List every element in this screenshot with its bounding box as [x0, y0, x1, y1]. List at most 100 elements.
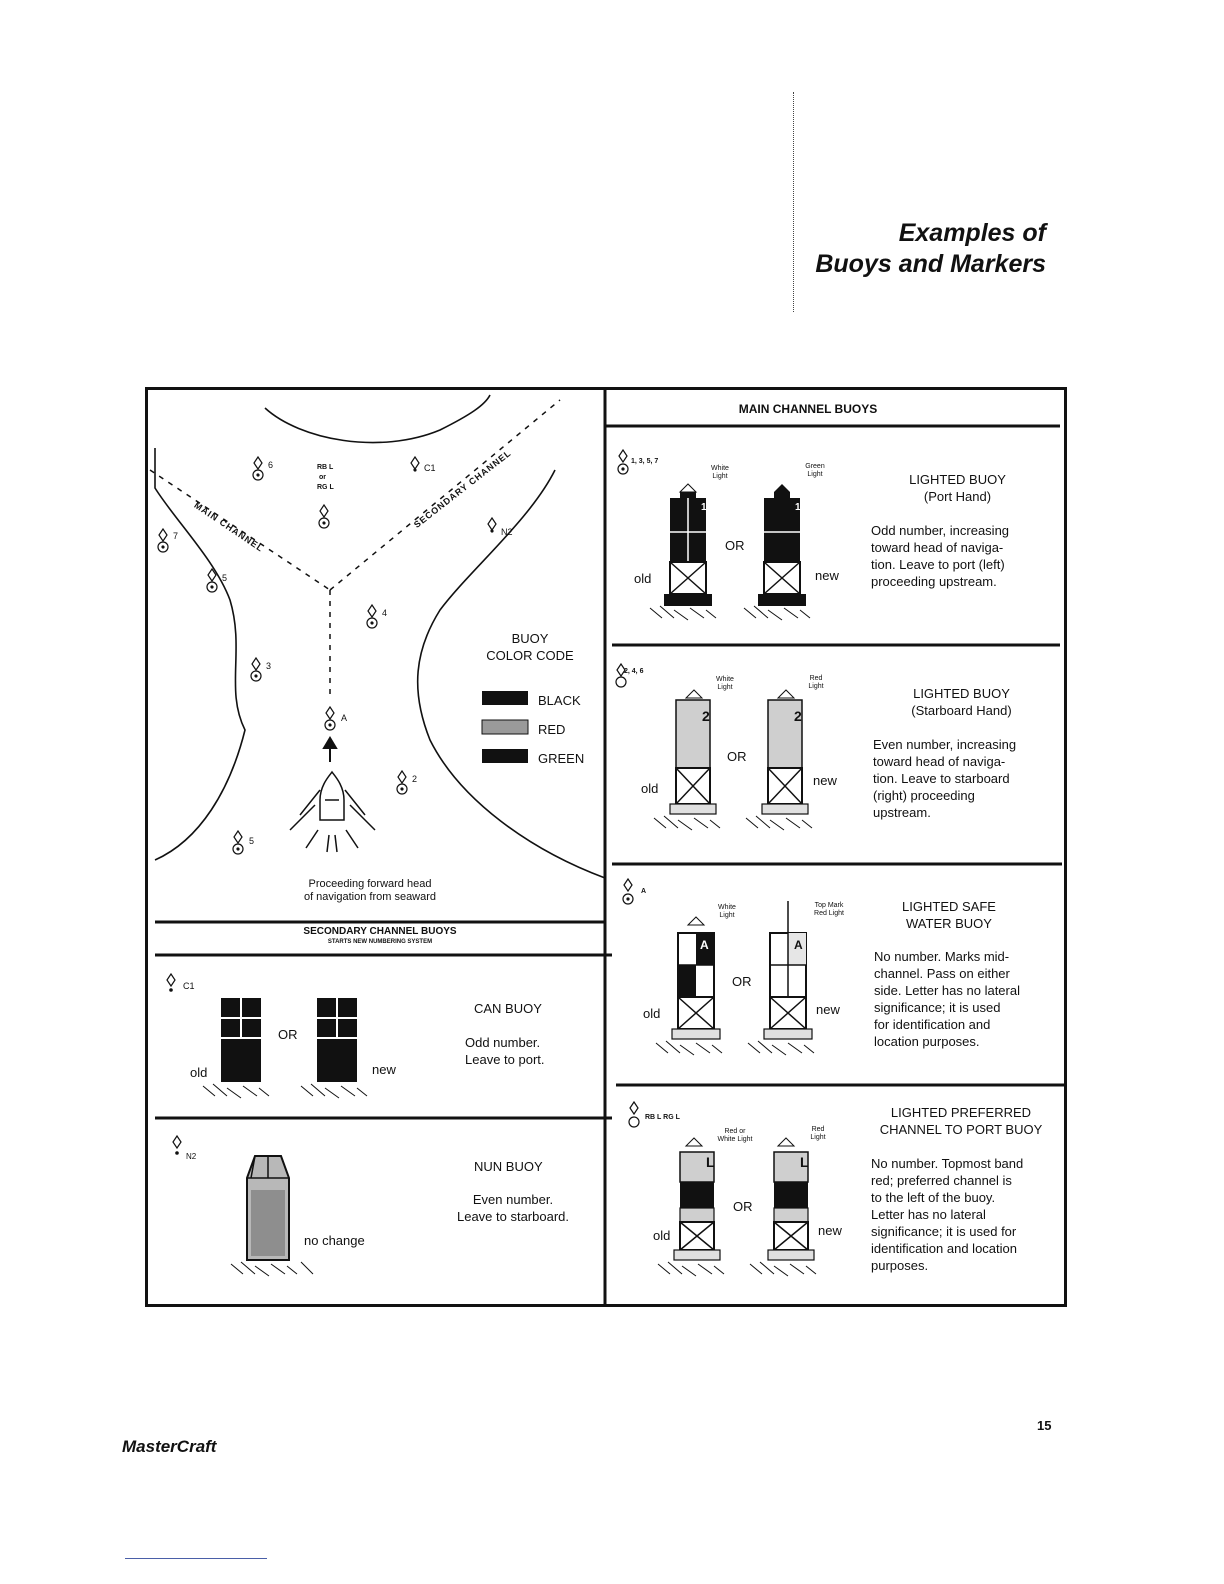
map-caption-line1: Proceeding forward head [308, 878, 432, 890]
preferred-channel-desc-line6: identification and location [871, 1241, 1017, 1256]
port-hand-buoy-drawing [617, 448, 811, 621]
preferred-channel-symbol-label: RB L RG L [645, 1114, 680, 1121]
starboard-hand-desc-line1: Even number, increasing [873, 737, 1017, 752]
map-label-rgl: RG L [317, 484, 334, 491]
legend-label-red: RED [538, 722, 566, 737]
starboard-hand-old: old [641, 781, 659, 796]
main-channel-header: MAIN CHANNEL BUOYS [738, 402, 878, 416]
map-buoy-label-a: A [341, 713, 348, 723]
map-label-or: or [319, 474, 326, 481]
preferred-channel-light2-line2: Light [810, 1134, 826, 1141]
legend-title-line1: BUOY [511, 631, 549, 646]
starboard-hand-desc-line5: upstream. [873, 805, 931, 820]
water-ripples [230, 1261, 314, 1277]
preferred-channel-light1-line1: Red or [724, 1128, 746, 1135]
preferred-channel-desc-line5: significance; it is used for [871, 1224, 1017, 1239]
safe-water-letter-old: A [700, 938, 709, 952]
map-buoy-label-5b: 5 [249, 836, 255, 846]
nun-no-change-label: no change [304, 1233, 365, 1248]
secondary-header: SECONDARY CHANNEL BUOYS [303, 926, 457, 937]
can-buoy-title: CAN BUOY [474, 1001, 542, 1016]
preferred-channel-desc-line3: to the left of the buoy. [871, 1190, 996, 1205]
starboard-hand-light2-line1: Red [809, 675, 823, 682]
starboard-hand-symbol-label: 2, 4, 6 [624, 668, 644, 675]
safe-water-symbol-label: A [641, 888, 647, 895]
can-desc-line1: Odd number. [465, 1035, 541, 1050]
safe-water-light1-line1: White [718, 904, 736, 911]
safe-water-title-line2: WATER BUOY [906, 916, 992, 931]
brand-logo: MasterCraft [122, 1437, 217, 1456]
port-hand-desc-line4: proceeding upstream. [871, 574, 997, 589]
preferred-channel-desc-line7: purposes. [871, 1258, 929, 1273]
safe-water-light2-line2: Red Light [814, 910, 844, 917]
starboard-hand-buoy-drawing [615, 662, 813, 831]
legend-swatch-black [482, 691, 528, 705]
footer-rule [125, 1558, 267, 1559]
port-hand-light2-line1: Green [805, 463, 825, 470]
legend-title-line2: COLOR CODE [486, 648, 574, 663]
map-shoreline [154, 394, 606, 879]
safe-water-desc-line1: No number. Marks mid- [874, 949, 1010, 964]
port-hand-letter-new: 1 [795, 502, 801, 513]
safe-water-letter-new: A [794, 938, 803, 952]
can-buoy-description: Odd number. Leave to port. [465, 1034, 545, 1068]
starboard-hand-new: new [813, 773, 837, 788]
starboard-hand-letter-old: 2 [702, 708, 710, 724]
starboard-hand-letter-new: 2 [794, 708, 802, 724]
port-hand-title-line2: (Port Hand) [923, 489, 992, 504]
port-hand-desc-line2: toward head of naviga- [871, 540, 1004, 555]
can-desc-line2: Leave to port. [465, 1052, 545, 1067]
safe-water-desc-line5: for identification and [874, 1017, 991, 1032]
port-hand-desc-line1: Odd number, increasing [871, 523, 1010, 538]
map-buoys [157, 455, 497, 855]
can-new-label: new [372, 1062, 396, 1077]
legend-swatch-green [482, 749, 528, 763]
legend-label-green: GREEN [538, 751, 585, 766]
can-symbol-label: C1 [183, 981, 195, 991]
starboard-hand-description: Even number, increasing toward head of n… [873, 736, 1016, 821]
preferred-channel-title-line1: LIGHTED PREFERRED [890, 1105, 1032, 1120]
port-hand-title-line1: LIGHTED BUOY [909, 472, 1006, 487]
preferred-channel-new: new [818, 1223, 842, 1238]
preferred-channel-or: OR [733, 1199, 753, 1214]
port-hand-title: LIGHTED BUOY (Port Hand) [870, 471, 1045, 505]
port-hand-description: Odd number, increasing toward head of na… [871, 522, 1009, 590]
heading-arrow [322, 736, 338, 762]
port-hand-letter-old: 1 [701, 502, 707, 513]
safe-water-title-line1: LIGHTED SAFE [902, 899, 996, 914]
boat-icon [289, 770, 376, 853]
starboard-hand-title-line2: (Starboard Hand) [911, 703, 1012, 718]
port-hand-old: old [634, 571, 652, 586]
map-buoy-label-2: 2 [412, 774, 418, 784]
nun-buoy-drawing [172, 1134, 314, 1277]
preferred-channel-buoy-drawing [628, 1100, 817, 1277]
safe-water-title: LIGHTED SAFE WATER BUOY [874, 898, 1024, 932]
safe-water-desc-line4: significance; it is used [874, 1000, 1001, 1015]
starboard-hand-desc-line4: (right) proceeding [873, 788, 975, 803]
map-buoy-label-n2: N2 [501, 527, 513, 537]
preferred-channel-desc-line1: No number. Topmost band [871, 1156, 1024, 1171]
safe-water-description: No number. Marks mid- channel. Pass on e… [874, 948, 1020, 1050]
starboard-hand-title: LIGHTED BUOY(Starboard Hand) [874, 685, 1049, 719]
nun-desc-line2: Leave to starboard. [456, 1209, 570, 1224]
map-buoy-label-5a: 5 [222, 573, 228, 583]
safe-water-old: old [643, 1006, 661, 1021]
page-title-line1: Examples of [898, 219, 1046, 247]
port-hand-light1-line1: White [711, 465, 729, 472]
preferred-channel-desc-line2: red; preferred channel is [871, 1173, 1012, 1188]
map-caption-line2: of navigation from seaward [303, 891, 437, 903]
legend-title: BUOY COLOR CODE [470, 630, 590, 664]
safe-water-desc-line6: location purposes. [874, 1034, 980, 1049]
safe-water-light1-line2: Light [719, 912, 735, 919]
nun-buoy-description: Even number. Leave to starboard. [438, 1191, 588, 1225]
nun-buoy-title: NUN BUOY [474, 1159, 543, 1174]
preferred-channel-letter-old: L [706, 1154, 715, 1170]
starboard-hand-desc-line3: tion. Leave to starboard [873, 771, 1010, 786]
map-buoy-label-3: 3 [266, 661, 272, 671]
safe-water-desc-line3: side. Letter has no lateral [874, 983, 1020, 998]
